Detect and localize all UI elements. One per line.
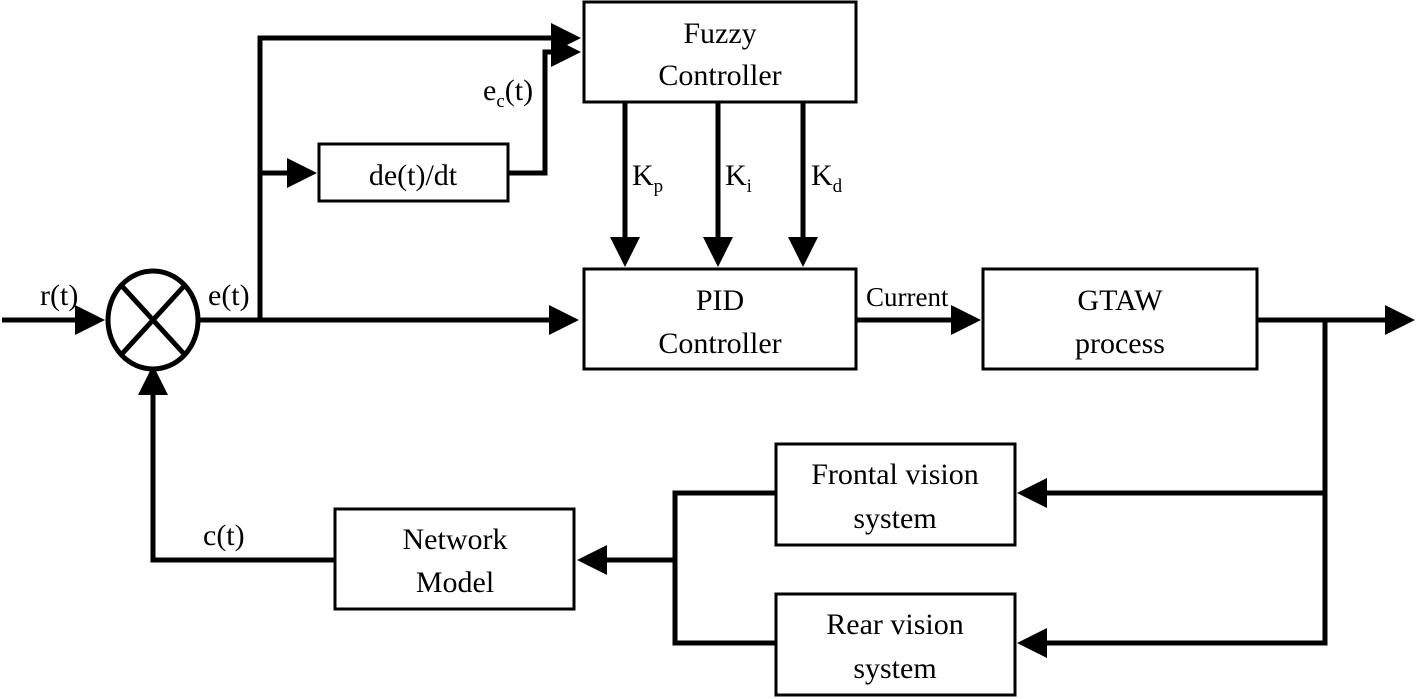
e-signal-label: e(t): [208, 279, 250, 312]
rear-line2: system: [853, 652, 936, 685]
error-to-fuzzy-wire: [257, 23, 581, 320]
gtaw-process-block: GTAW process: [981, 267, 1259, 371]
derivative-label: de(t)/dt: [369, 159, 458, 192]
gtaw-line1: GTAW: [1077, 284, 1163, 317]
rear-line1: Rear vision: [826, 608, 963, 641]
frontal-line1: Frontal vision: [811, 458, 979, 491]
frontal-line2: system: [853, 502, 936, 535]
pid-controller-block: PID Controller: [582, 267, 858, 371]
fuzzy-controller-block: Fuzzy Controller: [582, 0, 858, 104]
c-signal-label: c(t): [203, 519, 245, 552]
gtaw-line2: process: [1075, 327, 1165, 360]
vision-merge-wire: [672, 490, 776, 646]
kp-label: Kp: [632, 159, 663, 197]
network-line2: Model: [416, 566, 494, 599]
summing-junction: [105, 268, 201, 372]
network-model-block: Network Model: [333, 507, 576, 611]
kd-label: Kd: [811, 159, 843, 197]
feedback-wire: [138, 365, 335, 563]
rear-vision-block: Rear vision system: [774, 592, 1017, 697]
frontal-vision-block: Frontal vision system: [774, 442, 1017, 547]
current-signal-label: Current: [866, 282, 949, 312]
r-signal-label: r(t): [40, 279, 78, 312]
fuzzy-line2: Controller: [658, 59, 781, 92]
pid-line2: Controller: [658, 327, 781, 360]
fuzzy-line1: Fuzzy: [683, 17, 756, 50]
ki-label: Ki: [725, 159, 752, 197]
output-to-rear-wire: [1017, 320, 1328, 658]
ec-signal-label: ec(t): [483, 74, 533, 112]
pid-line1: PID: [696, 284, 744, 317]
derivative-block: de(t)/dt: [317, 142, 510, 203]
network-line1: Network: [403, 523, 508, 556]
connections: [2, 23, 1415, 658]
deriv-to-fuzzy-wire: [508, 37, 581, 176]
